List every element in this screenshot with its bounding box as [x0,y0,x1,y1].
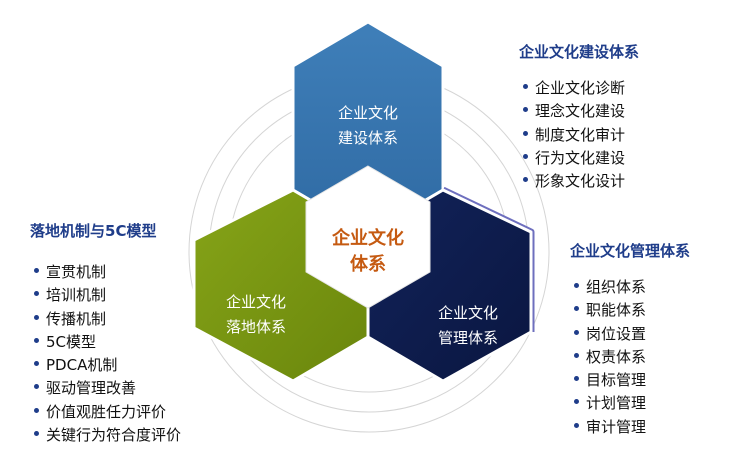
bullet-icon [34,268,39,273]
list-item-label: 5C模型 [46,332,97,351]
list-item: 关键行为符合度评价 [34,424,181,447]
list-item-label: 审计管理 [586,417,647,436]
bullet-icon [34,337,39,343]
hexagon-center-line2: 体系 [350,253,386,275]
list-item-label: 制度文化审计 [535,125,626,144]
hexagon-center-line1: 企业文化 [331,227,404,249]
list-item: 岗位设置 [574,323,690,346]
hexagon-center: 企业文化 体系 [305,165,431,309]
panel-manage-list: 组织体系 职能体系 岗位设置 权责体系 目标管理 计划管理 审计管理 [574,276,690,439]
list-item: 驱动管理改善 [34,377,181,400]
bullet-icon [523,177,528,183]
bullet-icon [523,107,528,113]
bullet-icon [34,407,39,413]
bullet-icon [574,329,579,335]
list-item-label: 价值观胜任力评价 [46,402,167,421]
bullet-icon [34,291,39,297]
panel-landing-list: 宣贯机制 培训机制 传播机制 5C模型 PDCA机制 驱动管理改善 价值观胜任力… [34,261,181,447]
hexagon-right-line1: 企业文化 [438,304,498,322]
list-item-label: 行为文化建设 [535,148,626,167]
panel-manage-system: 企业文化管理体系 组织体系 职能体系 岗位设置 权责体系 目标管理 计划管理 审… [570,241,690,439]
list-item: 审计管理 [574,416,690,439]
panel-landing-title: 落地机制与5C模型 [30,222,157,240]
bullet-icon [574,422,579,428]
bullet-icon [574,306,579,312]
list-item-label: 理念文化建设 [535,102,626,121]
bullet-icon [523,130,528,136]
list-item: 传播机制 [34,308,181,331]
list-item: 理念文化建设 [523,100,639,123]
bullet-icon [34,431,39,437]
list-item: PDCA机制 [34,354,181,377]
panel-build-title: 企业文化建设体系 [519,43,640,61]
list-item: 形象文化设计 [523,170,639,193]
panel-manage-title: 企业文化管理体系 [570,242,691,260]
hexagon-left-line2: 落地体系 [226,318,286,336]
list-item: 宣贯机制 [34,261,181,284]
list-item: 制度文化审计 [523,124,639,147]
list-item: 培训机制 [34,284,181,307]
hexagon-right-line2: 管理体系 [438,329,498,347]
list-item-label: 计划管理 [586,394,647,413]
list-item: 目标管理 [574,369,690,392]
list-item-label: PDCA机制 [46,356,118,375]
bullet-icon [574,352,579,358]
panel-build-system: 企业文化建设体系 企业文化诊断 理念文化建设 制度文化审计 行为文化建设 形象文… [519,42,639,193]
bullet-icon [523,153,528,159]
list-item: 权责体系 [574,346,690,369]
list-item-label: 驱动管理改善 [46,379,137,398]
list-item-label: 目标管理 [586,371,647,390]
bullet-icon [34,314,39,320]
list-item-label: 形象文化设计 [535,172,626,191]
list-item-label: 权责体系 [586,347,647,366]
list-item: 5C模型 [34,331,181,354]
bullet-icon [34,384,39,390]
bullet-icon [523,84,528,89]
list-item: 组织体系 [574,276,690,299]
list-item-label: 传播机制 [46,309,107,328]
list-item-label: 宣贯机制 [46,263,107,281]
bullet-icon [574,283,579,288]
list-item-label: 培训机制 [46,286,107,305]
list-item: 行为文化建设 [523,147,639,170]
list-item-label: 职能体系 [586,301,647,320]
list-item-label: 关键行为符合度评价 [46,426,182,445]
bullet-icon [574,376,579,382]
list-item-label: 组织体系 [586,278,647,296]
bullet-icon [574,399,579,405]
panel-landing-mechanism: 落地机制与5C模型 宣贯机制 培训机制 传播机制 5C模型 PDCA机制 驱动管… [30,221,181,447]
list-item: 计划管理 [574,392,690,415]
list-item: 企业文化诊断 [523,77,639,100]
list-item-label: 岗位设置 [586,324,647,343]
hexagon-left-line1: 企业文化 [226,293,286,311]
panel-build-list: 企业文化诊断 理念文化建设 制度文化审计 行为文化建设 形象文化设计 [523,77,639,193]
list-item: 职能体系 [574,299,690,322]
list-item-label: 企业文化诊断 [535,79,626,97]
hexagon-top-line1: 企业文化 [338,104,398,122]
bullet-icon [34,361,39,367]
hexagon-top-line2: 建设体系 [338,129,398,147]
list-item: 价值观胜任力评价 [34,401,181,424]
